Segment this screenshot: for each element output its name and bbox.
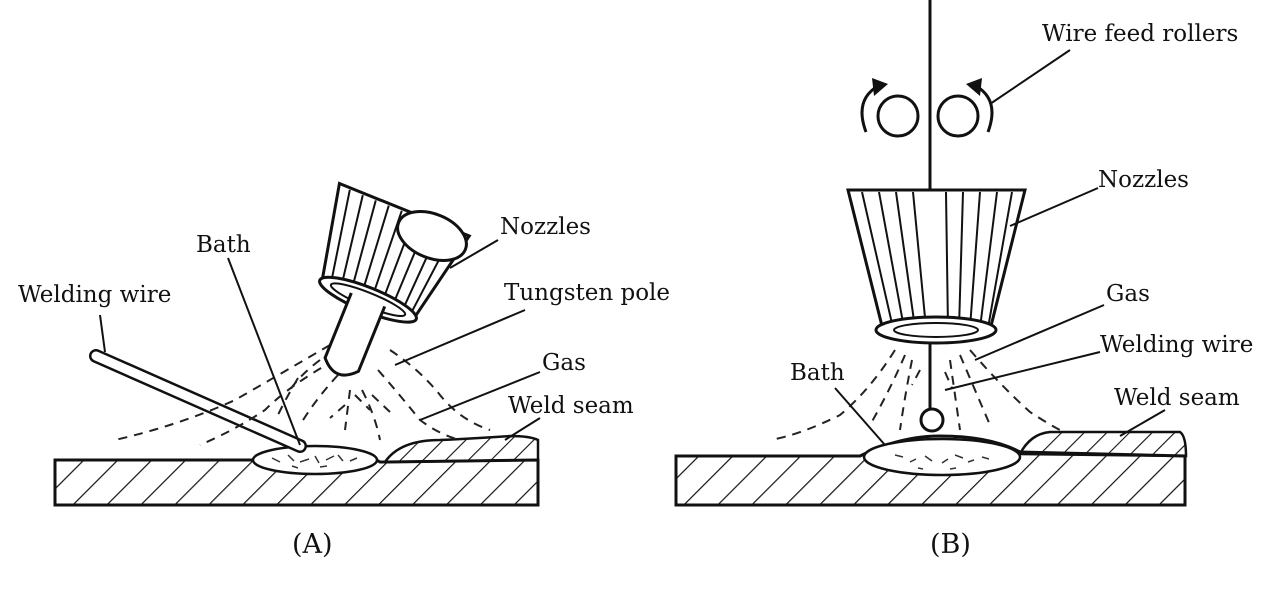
leader-gas-b (974, 304, 1105, 361)
bath-b-speckle (894, 454, 990, 470)
wire-droplet-b (919, 407, 945, 433)
label-bath-a: Bath (196, 232, 251, 258)
leader-nozzles-b (1009, 187, 1099, 227)
label-nozzles-a: Nozzles (500, 214, 591, 240)
label-weld-seam-a: Weld seam (508, 393, 634, 419)
label-gas-a: Gas (542, 350, 586, 376)
label-welding-wire-b: Welding wire (1100, 332, 1253, 358)
gas-streams-b (769, 349, 1061, 441)
label-gas-b: Gas (1106, 281, 1150, 307)
arrowhead-left (872, 78, 888, 96)
label-nozzles-b: Nozzles (1098, 167, 1189, 193)
weld-seam-b (1017, 430, 1188, 458)
leader-bath-b (834, 387, 886, 446)
caption-b: (B) (930, 529, 971, 560)
leader-rollers-b (989, 49, 1071, 105)
bath-a-speckle (271, 454, 358, 469)
leader-weld-seam-b (1119, 409, 1166, 437)
leader-welding-wire-a (99, 314, 106, 353)
caption-a: (A) (292, 529, 333, 560)
panel-b: Wire feed rollers Nozzles Gas Welding wi… (674, 0, 1253, 560)
bath-a (251, 444, 379, 476)
label-bath-b: Bath (790, 360, 845, 386)
nozzle-b (846, 188, 1027, 345)
arrowhead-right (966, 78, 982, 96)
leader-nozzles-a (449, 239, 499, 269)
wire-feed-rollers (860, 78, 994, 138)
leader-gas-a (419, 371, 541, 421)
label-wire-feed-rollers-b: Wire feed rollers (1042, 21, 1238, 47)
leader-welding-wire-b (944, 351, 1101, 391)
gas-streams-a (114, 344, 491, 446)
label-welding-wire-a: Welding wire (18, 282, 171, 308)
weld-seam-a (382, 434, 540, 464)
welding-wire-rod-a (89, 349, 307, 453)
nozzle-a-cap (396, 210, 468, 262)
leader-tungsten-a (394, 309, 526, 366)
label-weld-seam-b: Weld seam (1114, 385, 1240, 411)
panel-a: Bath Nozzles Welding wire Tungsten pole … (18, 181, 670, 560)
label-tungsten-pole-a: Tungsten pole (504, 280, 670, 306)
leader-weld-seam-a (504, 417, 541, 441)
bath-b (862, 437, 1022, 477)
leader-bath-a (227, 257, 301, 446)
